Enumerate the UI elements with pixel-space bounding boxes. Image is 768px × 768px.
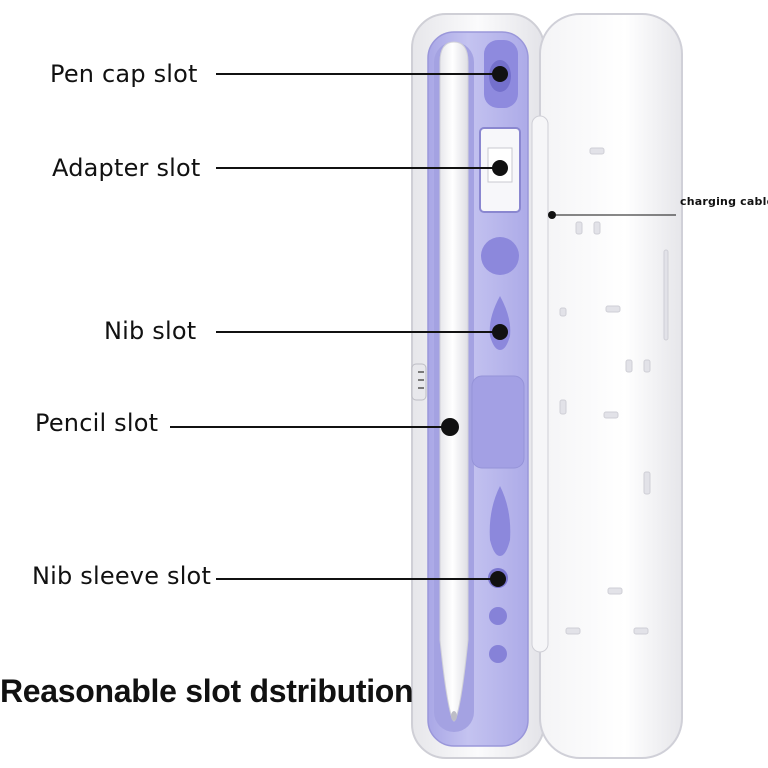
label-pen-cap-slot: Pen cap slot (50, 60, 198, 88)
label-nib-slot: Nib slot (104, 317, 197, 345)
nib-sleeve-recess (489, 486, 511, 556)
dot-pencil (441, 418, 459, 436)
caption: Reasonable slot dstribution (0, 673, 414, 709)
label-charging-cable: charging cable (680, 195, 768, 208)
dot-charging-cable (548, 211, 556, 219)
label-pencil-slot: Pencil slot (35, 409, 159, 437)
dot-adapter (492, 160, 508, 176)
dot-nib (492, 324, 508, 340)
nib-sleeve-hole-3 (489, 645, 507, 663)
label-adapter-slot: Adapter slot (52, 154, 201, 182)
square-recess (471, 375, 525, 469)
charging-cable (531, 115, 549, 653)
lid-details (559, 147, 669, 635)
pencil (439, 41, 469, 722)
case-clasp (411, 363, 427, 401)
label-nib-sleeve-slot: Nib sleeve slot (32, 562, 212, 590)
dot-pen-cap (492, 66, 508, 82)
dot-nib-sleeve (490, 571, 506, 587)
nib-sleeve-hole-2 (489, 607, 507, 625)
round-slot (481, 237, 519, 275)
